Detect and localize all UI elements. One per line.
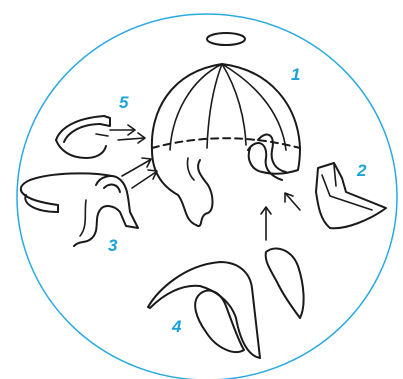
part-label-3: 3 <box>108 236 118 255</box>
part-label-2: 2 <box>356 161 367 180</box>
part-label-4: 4 <box>171 317 182 336</box>
crest-plates <box>148 248 304 358</box>
part-label-1: 1 <box>291 65 300 84</box>
helmet-bowl <box>152 64 300 226</box>
part-label-5: 5 <box>119 93 129 112</box>
cheek-guard-piece <box>21 173 138 246</box>
brow-band-piece <box>56 116 110 158</box>
arrow-5-lower <box>118 138 144 140</box>
arrow-3-lower <box>132 172 156 188</box>
crest-ring <box>207 33 245 45</box>
frame-circle <box>17 14 397 379</box>
neck-guard-piece <box>316 163 386 228</box>
arrow-3-upper <box>122 160 150 176</box>
